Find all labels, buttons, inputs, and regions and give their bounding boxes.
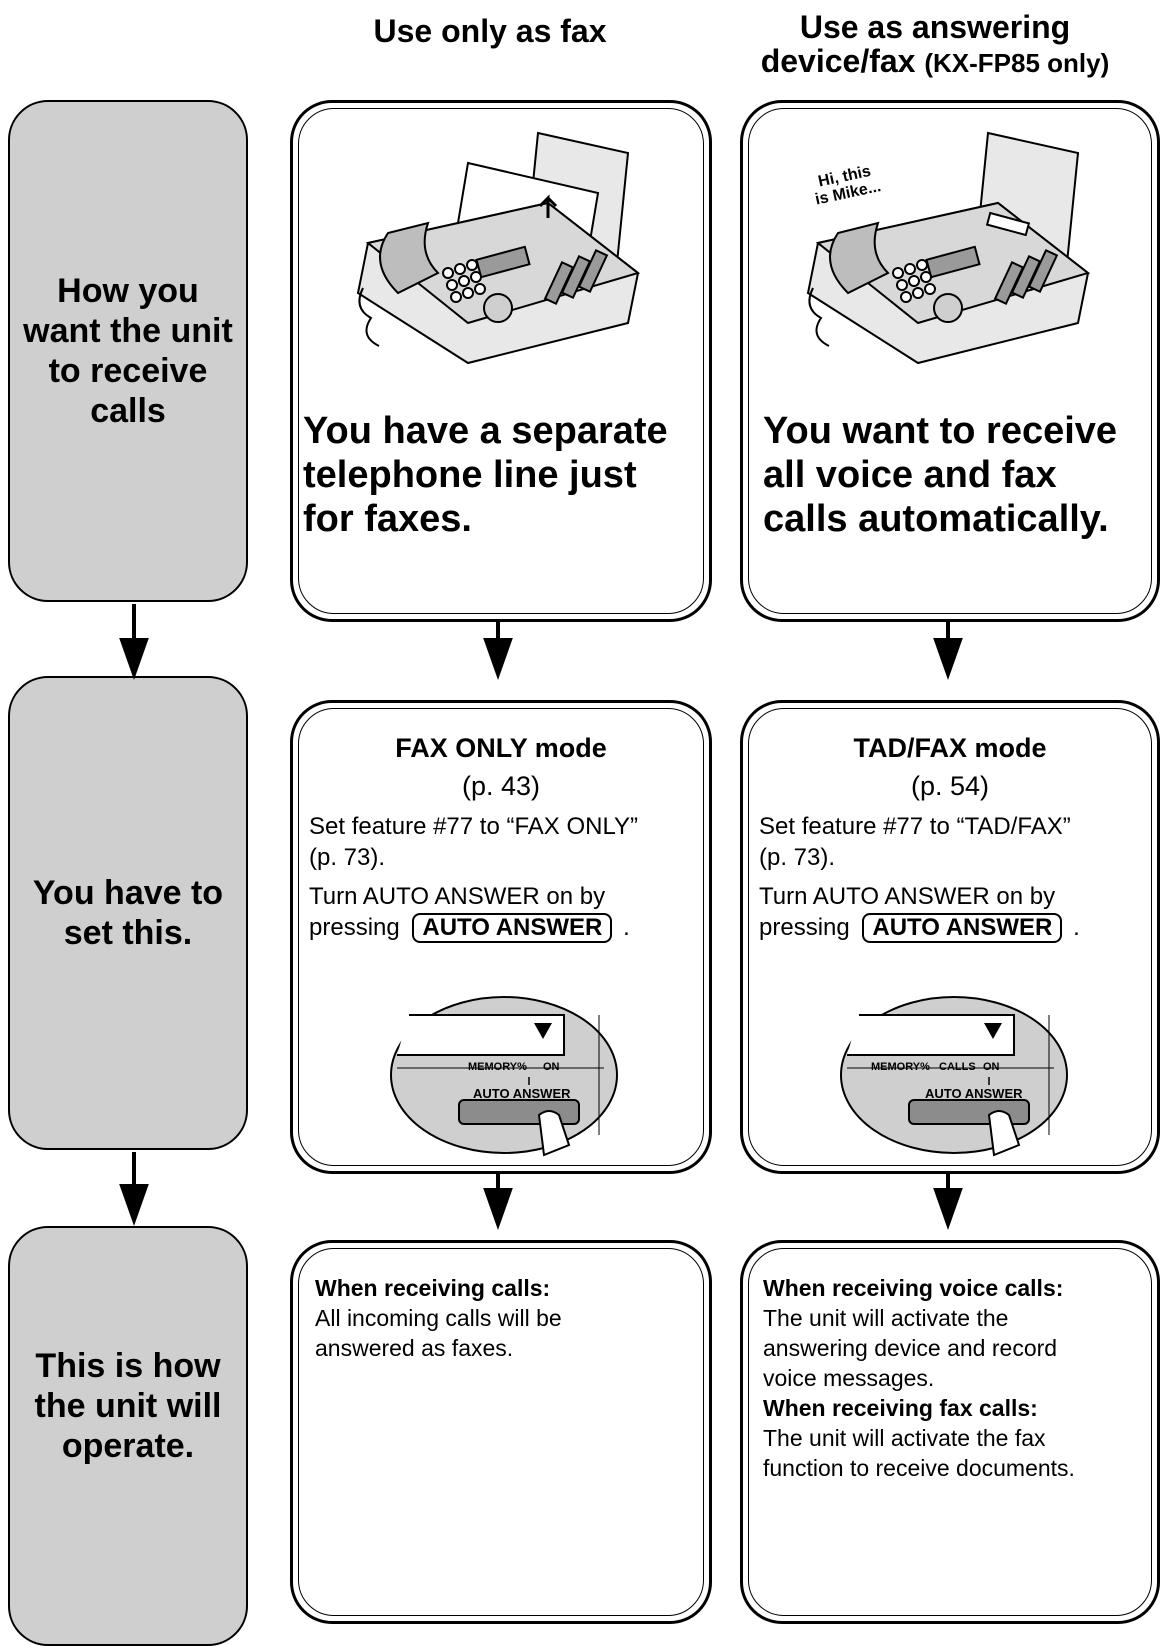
fax-machine-icon <box>356 131 641 365</box>
tad-situation-text: You want to receive all voice and fax ca… <box>763 410 1118 540</box>
row-label-set: You have to set this. <box>8 676 248 1150</box>
panel-on-label: ON <box>543 1061 560 1073</box>
fax-only-mode-card: FAX ONLY mode (p. 43) Set feature #77 to… <box>290 700 712 1174</box>
fax-only-mode-title: FAX ONLY mode <box>395 733 607 763</box>
panel-memory-label: MEMORY% <box>871 1061 930 1073</box>
fax-only-situation-text: You have a separate telephone line just … <box>303 410 668 540</box>
panel-on-label: ON <box>983 1061 1000 1073</box>
indicator-triangle-icon <box>534 1023 552 1039</box>
auto-answer-panel-closeup <box>840 996 1068 1157</box>
fax-only-operation-card: When receiving calls: All incoming calls… <box>290 1240 712 1624</box>
row-label-how: How you want the unit to receive calls <box>8 100 248 602</box>
column-header-fax-only: Use only as fax <box>290 14 690 48</box>
tad-mode-title: TAD/FAX mode <box>853 733 1047 763</box>
column-title-fax-only: Use only as fax <box>373 13 607 49</box>
panel-auto-answer-label: AUTO ANSWER <box>925 1086 1023 1101</box>
fax-machine-icon <box>806 131 1091 365</box>
fax-only-mode-steps: Set feature #77 to “FAX ONLY” (p. 73). T… <box>309 813 639 943</box>
tad-mode-page: (p. 54) <box>910 771 990 801</box>
row-label-operate: This is how the unit will operate. <box>8 1226 248 1646</box>
fax-only-situation-card: You have a separate telephone line just … <box>290 100 712 622</box>
fax-only-operation-text: When receiving calls: All incoming calls… <box>315 1275 562 1361</box>
fax-only-mode-page: (p. 43) <box>461 771 541 801</box>
column-title-tad-note: (KX-FP85 only) <box>924 48 1110 78</box>
auto-answer-key[interactable]: AUTO ANSWER <box>412 913 613 943</box>
tad-operation-card: When receiving voice calls: The unit wil… <box>740 1240 1160 1624</box>
panel-calls-label: CALLS <box>939 1061 976 1073</box>
finger-icon <box>987 1110 1021 1157</box>
column-title-tad-line1: Use as answering <box>799 9 1071 45</box>
tad-mode-steps: Set feature #77 to “TAD/FAX” (p. 73). Tu… <box>759 813 1080 943</box>
column-title-tad-line2: device/fax (KX-FP85 only) <box>760 43 1110 79</box>
tad-situation-card: Hi, this is Mike... You want to receive … <box>740 100 1160 622</box>
indicator-triangle-icon <box>984 1023 1002 1039</box>
tad-mode-card: TAD/FAX mode (p. 54) Set feature #77 to … <box>740 700 1160 1174</box>
auto-answer-key[interactable]: AUTO ANSWER <box>862 913 1063 943</box>
panel-auto-answer-label: AUTO ANSWER <box>473 1086 571 1101</box>
finger-icon <box>537 1110 571 1157</box>
auto-answer-panel-closeup <box>390 996 618 1157</box>
column-header-tad: Use as answering device/fax (KX-FP85 onl… <box>710 10 1160 80</box>
panel-memory-label: MEMORY% <box>468 1061 527 1073</box>
tad-operation-text: When receiving voice calls: The unit wil… <box>763 1275 1075 1481</box>
